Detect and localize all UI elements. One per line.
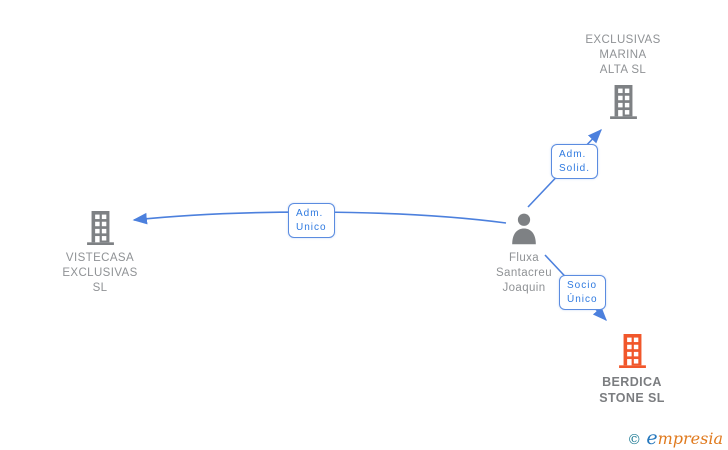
person-name-line: Fluxa [508,252,540,264]
person-name: Fluxa Santacreu Joaquin [496,251,552,296]
company-node-vistecasa-exclusivas[interactable]: VISTECASA EXCLUSIVAS SL [40,211,160,296]
company-name-line: STONE SL [599,391,665,405]
company-name-line: MARINA [599,49,647,61]
company-name-line: EXCLUSIVAS [62,267,138,279]
company-name: BERDICA STONE SL [599,374,664,406]
building-icon[interactable] [618,334,647,368]
person-icon[interactable] [510,212,538,245]
edge-label-adm-solid[interactable]: Adm. Solid. [551,144,599,179]
company-name-line: VISTECASA [65,252,135,264]
edge-label-socio-unico[interactable]: Socio Único [559,275,606,310]
company-node-exclusivas-marina-alta[interactable]: EXCLUSIVAS MARINA ALTA SL [563,33,683,119]
edge-label-line: Unico [296,221,327,233]
company-name: EXCLUSIVAS MARINA ALTA SL [585,33,660,78]
brand-initial: e [646,427,658,449]
edge-label-line: Único [567,293,598,305]
company-name: VISTECASA EXCLUSIVAS SL [62,251,137,296]
edge-label-line: Adm. [296,208,324,219]
company-node-berdica-stone[interactable]: BERDICA STONE SL [572,334,692,406]
company-name-line: SL [92,282,108,294]
edge-label-line: Socio [567,280,598,291]
person-name-line: Joaquin [502,282,546,294]
company-name-line: BERDICA [602,375,662,389]
edge-label-adm-unico[interactable]: Adm. Unico [288,203,335,238]
company-name-line: ALTA SL [599,64,647,76]
brand-text: mpresia [657,429,723,448]
edge-label-line: Solid. [559,162,591,174]
copyright-symbol: © [627,432,642,448]
edge-label-line: Adm. [559,149,587,160]
building-icon[interactable] [86,211,115,245]
company-name-line: EXCLUSIVAS [585,34,661,46]
building-icon[interactable] [609,85,638,119]
person-node-fluxa-santacreu-joaquin[interactable]: Fluxa Santacreu Joaquin [464,212,584,296]
empresia-logo: © empresia [627,427,723,449]
person-name-line: Santacreu [495,267,553,279]
